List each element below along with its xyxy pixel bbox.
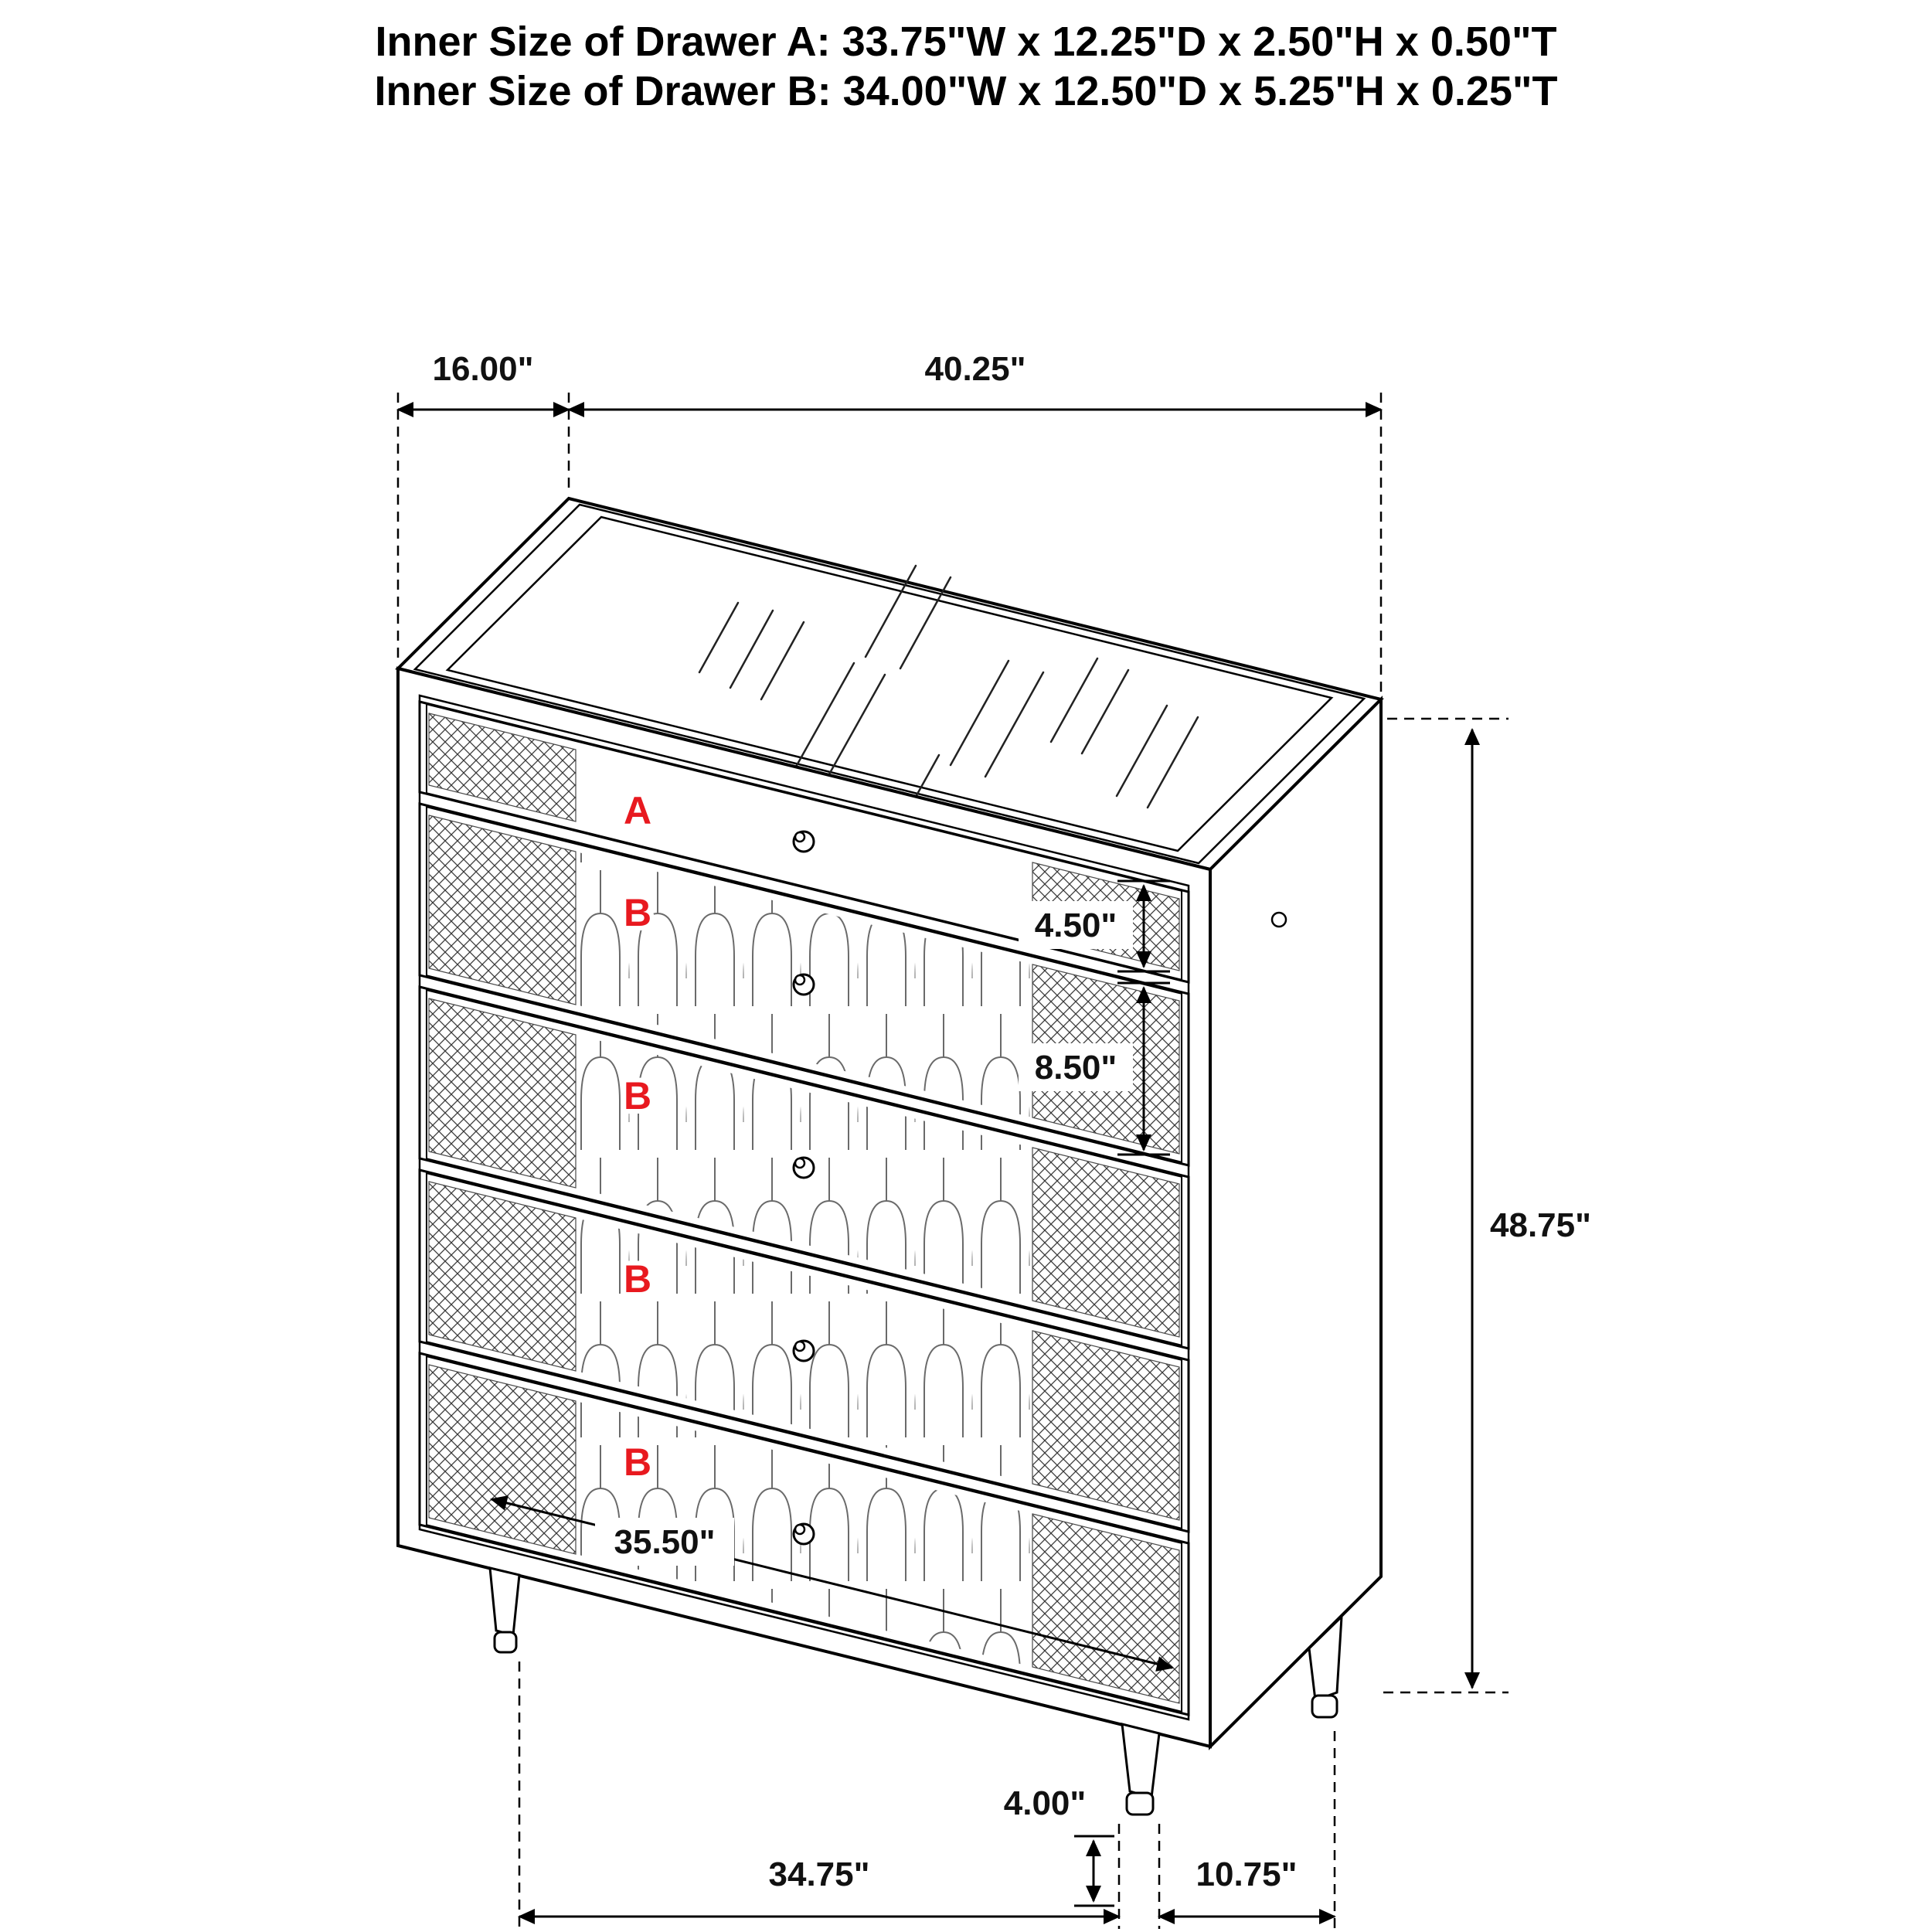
drawer-b4-label: B: [624, 1440, 651, 1484]
drawer-b1-left-lattice: [428, 815, 577, 1005]
front-right-leg: [1121, 1723, 1161, 1816]
drawer-b-2: B: [418, 985, 1190, 1350]
drawer-knob: [792, 830, 815, 853]
top-mirror-edge: [445, 515, 1334, 852]
drawer-b2-right-lattice: [1032, 1147, 1180, 1338]
drawer-b3-left-lattice: [428, 1181, 577, 1372]
chest-side-panel: [1209, 696, 1383, 1750]
dim-overall-height: 48.75": [1383, 717, 1595, 1694]
drawer-b-3: B: [418, 1168, 1190, 1533]
dim-leg-height: 4.00": [1000, 1781, 1114, 1907]
dim-overall-height-label: 48.75": [1490, 1206, 1591, 1244]
dim-drawer-b-height-label: 8.50": [1035, 1049, 1117, 1087]
chest-top-panel: [395, 496, 1384, 872]
dim-top-depth-label: 16.00": [433, 350, 534, 388]
drawer-knob: [792, 1339, 815, 1362]
drawer-b3-right-lattice: [1032, 1330, 1180, 1521]
dim-top-width-label: 40.25": [925, 350, 1026, 388]
back-right-leg: [1308, 1614, 1343, 1719]
side-peg-hole: [1270, 911, 1287, 928]
dim-base-depth: 10.75": [1158, 1731, 1336, 1929]
dim-drawer-a-height: 4.50": [1019, 879, 1170, 973]
front-left-foot: [493, 1631, 518, 1654]
dim-drawer-b-height: 8.50": [1019, 981, 1170, 1156]
spec-title-line-2: Inner Size of Drawer B: 34.00"W x 12.50"…: [374, 68, 1557, 114]
drawer-b2-label: B: [624, 1074, 651, 1117]
drawer-knob: [792, 973, 815, 996]
back-right-foot: [1311, 1694, 1338, 1719]
side-face: [1209, 696, 1383, 1750]
dim-top-depth: 16.00": [396, 346, 570, 663]
chest-drawing: A B: [395, 496, 1384, 1816]
drawer-b1-label: B: [624, 891, 651, 934]
dim-leg-height-label: 4.00": [1004, 1784, 1087, 1822]
dim-drawer-a-height-label: 4.50": [1035, 906, 1117, 944]
drawer-a-left-lattice: [428, 713, 577, 822]
drawer-a-label: A: [624, 789, 651, 832]
dim-base-width-label: 34.75": [769, 1855, 870, 1893]
spec-title-line-1: Inner Size of Drawer A: 33.75"W x 12.25"…: [375, 19, 1556, 65]
dim-drawer-width: 35.50": [490, 1495, 1174, 1672]
dim-top-width: 40.25": [567, 346, 1383, 694]
spec-title-block: Inner Size of Drawer A: 33.75"W x 12.25"…: [374, 19, 1557, 114]
top-face-border: [413, 503, 1366, 865]
dim-base-width: 34.75": [518, 1662, 1121, 1929]
drawer-b3-label: B: [624, 1257, 651, 1301]
front-left-leg: [488, 1566, 521, 1654]
dim-drawer-width-label: 35.50": [614, 1523, 716, 1561]
drawer-b2-left-lattice: [428, 998, 577, 1189]
drawer-knob: [792, 1156, 815, 1179]
dim-base-depth-label: 10.75": [1196, 1855, 1298, 1893]
drawer-knob: [792, 1522, 815, 1546]
front-right-foot: [1125, 1791, 1155, 1816]
